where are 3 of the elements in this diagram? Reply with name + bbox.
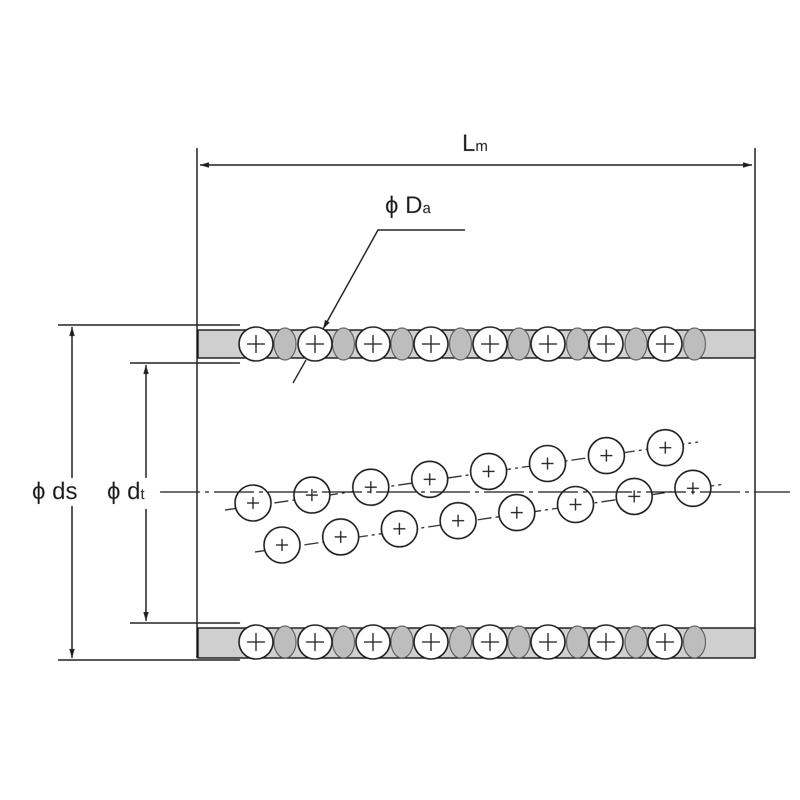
dimension-label: ϕ ds	[30, 478, 80, 506]
ball	[297, 326, 333, 362]
leader-line	[322, 229, 465, 330]
